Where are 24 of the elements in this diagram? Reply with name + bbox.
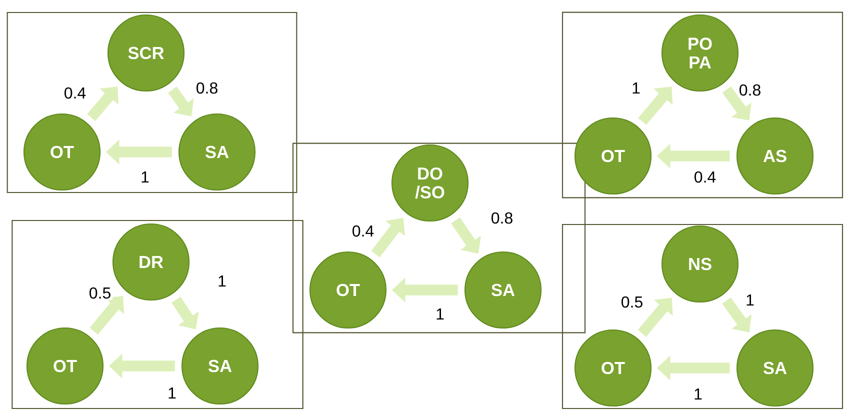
edge-label: 1 xyxy=(692,387,704,401)
group-frame xyxy=(292,142,586,334)
group-frame xyxy=(12,220,304,410)
edge-label: 0.8 xyxy=(490,211,514,225)
edge-label: 1 xyxy=(744,293,756,307)
block-arrow xyxy=(722,86,752,120)
edge-label: 1 xyxy=(166,386,178,400)
edge-label: 1 xyxy=(434,307,446,321)
group-frame xyxy=(562,12,844,198)
edge-label: 1 xyxy=(630,81,642,95)
block-arrow xyxy=(722,298,752,332)
edge-label: 0.4 xyxy=(692,170,718,184)
edge-label: 0.5 xyxy=(88,286,112,300)
edge-label: 0.4 xyxy=(350,224,376,238)
group-frame xyxy=(562,224,844,410)
group-frame xyxy=(6,12,298,194)
edge-label: 0.8 xyxy=(738,83,762,97)
edge-label: 0.4 xyxy=(62,86,88,100)
edge-label: 0.5 xyxy=(620,295,644,309)
edge-label: 1 xyxy=(216,274,228,288)
edge-label: 0.8 xyxy=(194,81,220,95)
block-arrow xyxy=(638,298,673,337)
block-arrow xyxy=(172,296,199,330)
edge-label: 1 xyxy=(139,170,151,184)
